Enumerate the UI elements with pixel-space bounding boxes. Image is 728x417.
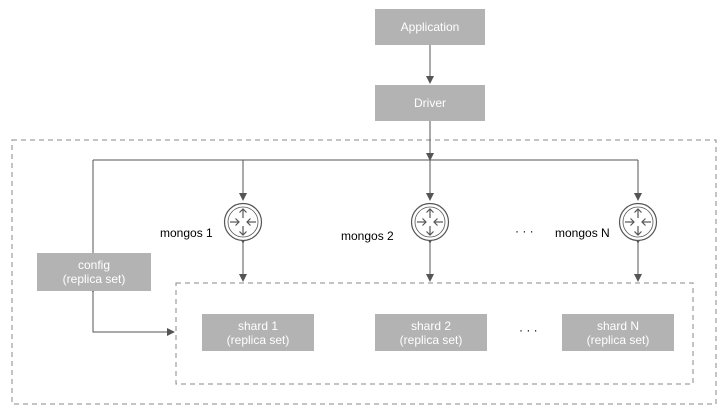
shard-n-node: shard N (replica set) [562,314,674,351]
application-node: Application [375,9,485,45]
driver-label: Driver [414,96,446,110]
router-icon [618,202,658,242]
shard-1-label: shard 1 [237,318,279,333]
shard-2-node: shard 2 (replica set) [375,314,487,351]
shard-n-label: shard N [596,318,640,333]
router-icon [410,202,450,242]
shard-2-label: shard 2 [410,318,452,333]
mongos-2-label: mongos 2 [341,229,394,243]
mongos-ellipsis: · · · [515,224,534,238]
shard-1-node: shard 1 (replica set) [202,314,314,351]
router-icon [223,202,263,242]
config-label: config [77,258,111,272]
shard-1-sublabel: (replica set) [226,332,290,347]
config-to-shards-connector [89,285,175,336]
cluster-boundary [11,139,717,405]
config-node: config (replica set) [37,253,151,291]
shard-ellipsis: · · · [519,323,538,337]
application-label: Application [400,20,460,34]
mongos-n-label: mongos N [555,226,610,240]
driver-node: Driver [375,85,485,121]
shard-2-sublabel: (replica set) [399,332,463,347]
shard-n-sublabel: (replica set) [586,332,650,347]
config-sublabel: (replica set) [62,272,126,286]
shards-boundary [175,282,694,385]
mongos-1-label: mongos 1 [160,226,213,240]
